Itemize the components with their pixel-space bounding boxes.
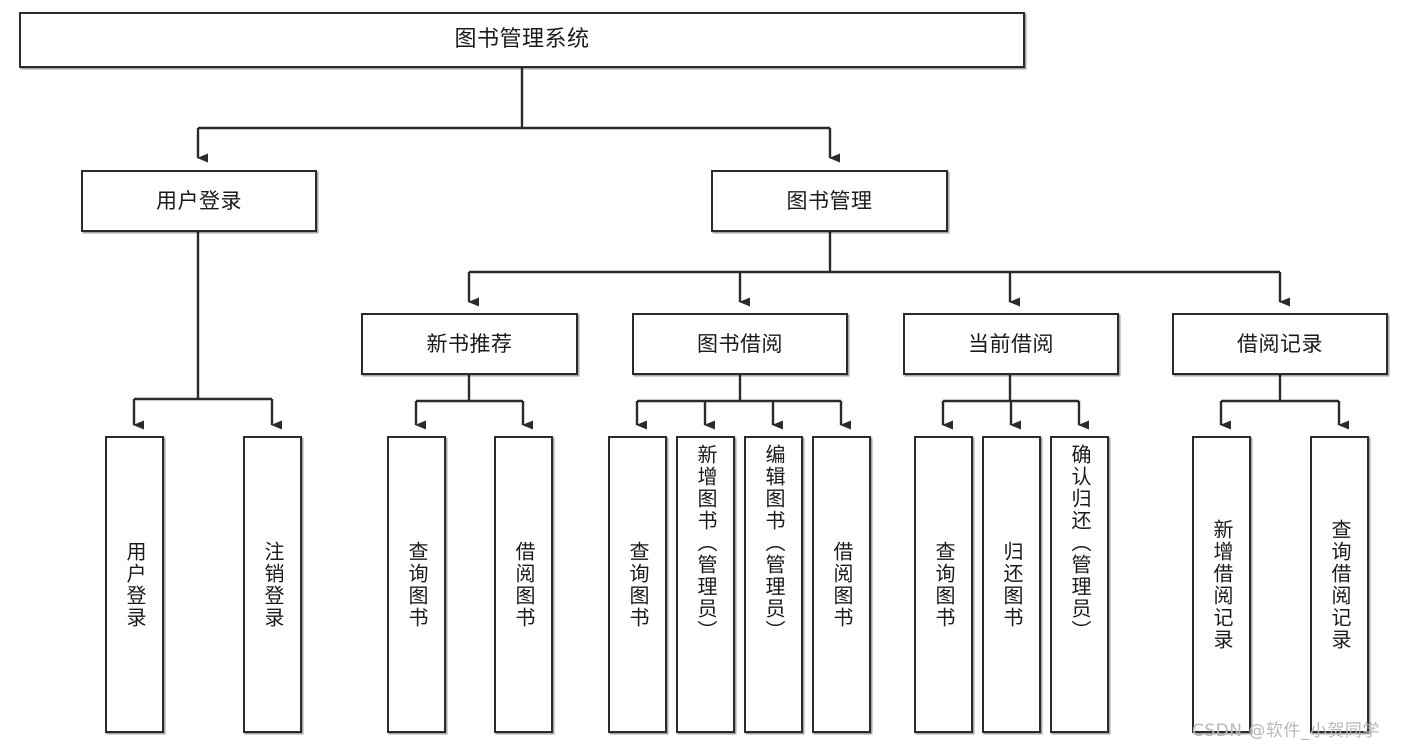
node-label: 查询图书 bbox=[405, 540, 429, 629]
node-book-borrow[interactable]: 图书借阅 bbox=[632, 313, 848, 375]
node-new-book-recommend[interactable]: 新书推荐 bbox=[361, 313, 578, 375]
node-label: 查询图书 bbox=[932, 540, 956, 629]
node-label: 注销登录 bbox=[261, 540, 285, 629]
node-root-library-system[interactable]: 图书管理系统 bbox=[19, 12, 1025, 68]
node-label: 查询借阅记录 bbox=[1328, 518, 1352, 651]
node-leaf-borrow-book-1[interactable]: 借阅图书 bbox=[494, 436, 553, 733]
node-label: 图书管理 bbox=[786, 188, 873, 213]
node-leaf-query-book-3[interactable]: 查询图书 bbox=[914, 436, 973, 733]
node-label: 新增借阅记录 bbox=[1210, 518, 1234, 651]
node-leaf-return-book[interactable]: 归还图书 bbox=[982, 436, 1041, 733]
node-label: 借阅图书 bbox=[512, 540, 536, 629]
node-leaf-query-book-1[interactable]: 查询图书 bbox=[387, 436, 446, 733]
node-label: 查询图书 bbox=[626, 540, 650, 629]
node-label: 用户登录 bbox=[123, 540, 147, 629]
node-label: 用户登录 bbox=[156, 188, 242, 213]
node-leaf-query-book-2[interactable]: 查询图书 bbox=[608, 436, 667, 733]
node-leaf-query-record[interactable]: 查询借阅记录 bbox=[1310, 436, 1369, 733]
node-label: 新增图书（管理员） bbox=[694, 444, 718, 642]
node-user-login[interactable]: 用户登录 bbox=[81, 170, 317, 232]
node-leaf-user-login[interactable]: 用户登录 bbox=[105, 436, 164, 733]
node-label: 借阅图书 bbox=[830, 540, 854, 629]
node-label: 归还图书 bbox=[1000, 540, 1024, 629]
node-leaf-borrow-book-2[interactable]: 借阅图书 bbox=[812, 436, 871, 733]
node-leaf-logout[interactable]: 注销登录 bbox=[243, 436, 302, 733]
node-label: 借阅记录 bbox=[1237, 331, 1323, 356]
node-label: 图书借阅 bbox=[697, 331, 783, 356]
node-leaf-add-book[interactable]: 新增图书（管理员） bbox=[676, 436, 735, 733]
node-leaf-confirm-return[interactable]: 确认归还（管理员） bbox=[1050, 436, 1109, 733]
node-borrow-record[interactable]: 借阅记录 bbox=[1172, 313, 1388, 375]
csdn-watermark: CSDN @软件_小贺同学 bbox=[1192, 721, 1380, 741]
node-current-borrow[interactable]: 当前借阅 bbox=[903, 313, 1119, 375]
node-label: 新书推荐 bbox=[426, 331, 513, 356]
node-label: 图书管理系统 bbox=[454, 27, 590, 53]
node-label: 确认归还（管理员） bbox=[1068, 444, 1092, 642]
node-label: 编辑图书（管理员） bbox=[762, 444, 786, 642]
node-leaf-add-record[interactable]: 新增借阅记录 bbox=[1192, 436, 1251, 733]
node-book-management[interactable]: 图书管理 bbox=[711, 170, 948, 232]
node-label: 当前借阅 bbox=[968, 331, 1054, 356]
node-leaf-edit-book[interactable]: 编辑图书（管理员） bbox=[744, 436, 803, 733]
